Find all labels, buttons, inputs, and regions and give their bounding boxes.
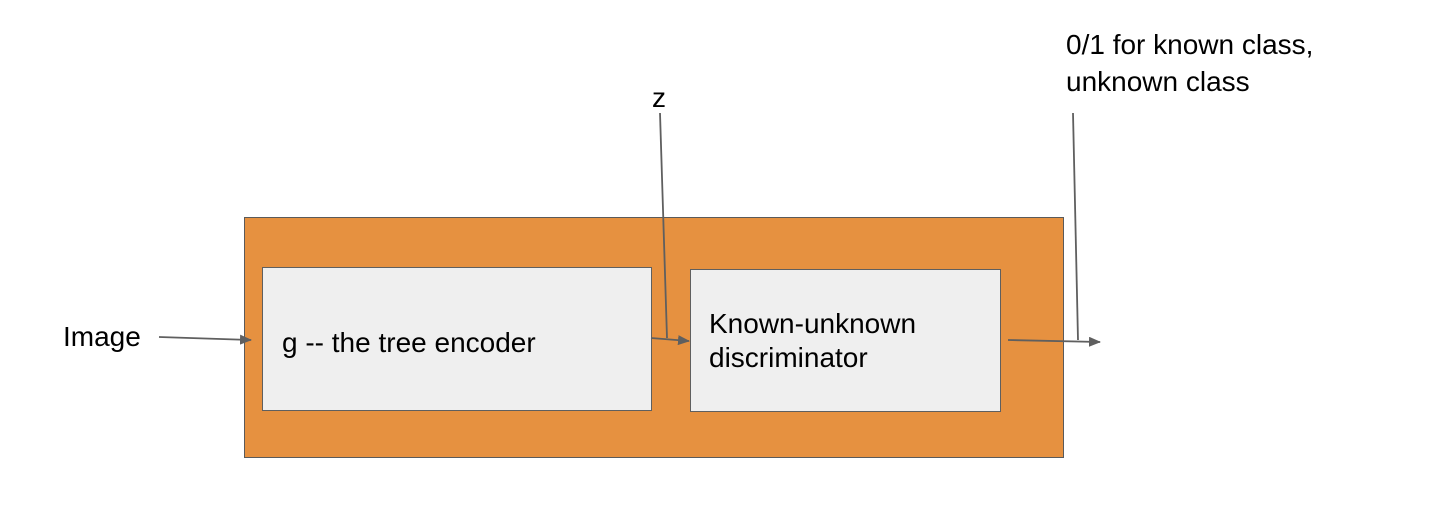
tree-encoder-block: g -- the tree encoder (262, 267, 652, 411)
input-image-label: Image (63, 321, 141, 352)
output-label-line-1: 0/1 for known class, (1066, 29, 1314, 60)
output-label-line-2: unknown class (1066, 66, 1250, 97)
discriminator-block: Known-unknown discriminator (690, 269, 1001, 412)
discriminator-label-line-2: discriminator (709, 342, 868, 373)
discriminator-label: Known-unknown discriminator (709, 307, 916, 375)
output-label: 0/1 for known class, unknown class (1066, 26, 1313, 100)
output-label-connector-line (1072, 112, 1079, 341)
latent-z-label: z (652, 82, 666, 113)
input-arrow (158, 334, 252, 345)
discriminator-label-line-1: Known-unknown (709, 308, 917, 339)
tree-encoder-label: g -- the tree encoder (282, 327, 536, 358)
